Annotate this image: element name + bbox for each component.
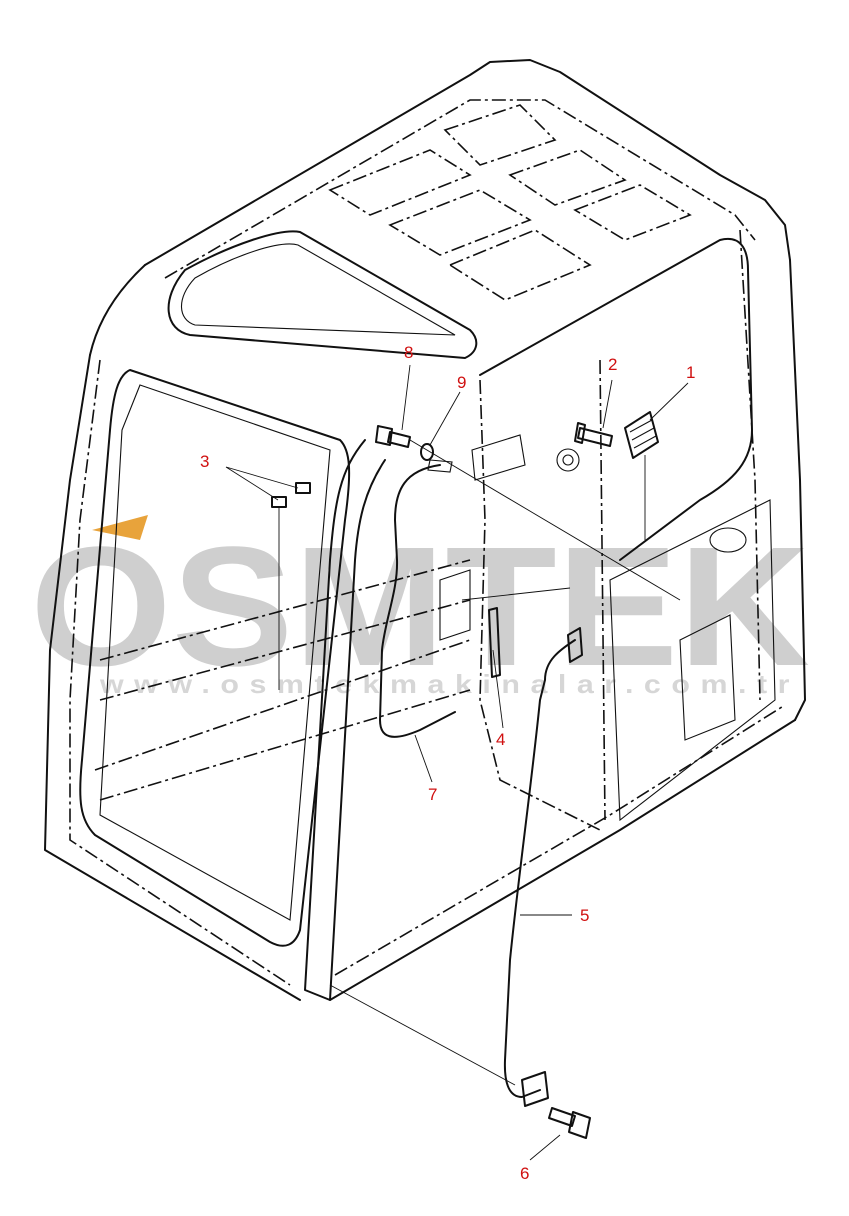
watermark-accent (92, 515, 148, 540)
rear-grille (709, 527, 747, 553)
roof-panel-1 (328, 149, 472, 216)
callout-1: 1 (686, 363, 695, 382)
assembly-line-a (409, 439, 681, 601)
assembly-line-b (329, 984, 516, 1086)
leader-8 (401, 364, 411, 431)
floor-line-2 (99, 599, 471, 701)
rear-box (609, 499, 776, 822)
rear-window (479, 237, 753, 561)
part-9-washer (420, 443, 434, 461)
part-7-rod-tip (427, 459, 453, 473)
part-6-bolt (548, 1107, 591, 1139)
callout-6: 6 (520, 1164, 529, 1183)
leader-3 (225, 466, 299, 501)
bottom-frame-inner (334, 704, 786, 976)
cab-body (44, 59, 806, 1001)
part-4-bar (488, 607, 501, 678)
part-1-cover-ribs (629, 419, 657, 449)
roof-panel-4 (508, 149, 627, 206)
floor-line-3 (94, 639, 471, 771)
callout-4: 4 (496, 730, 505, 749)
callout-2: 2 (608, 355, 617, 374)
rear-panel-edge (739, 229, 761, 701)
left-front-pillar (44, 354, 301, 1001)
rear-vent (679, 614, 736, 741)
front-window-frame (79, 369, 351, 947)
assembly-line-c (461, 587, 571, 601)
leader-1 (649, 382, 689, 421)
leader-6 (529, 1134, 561, 1161)
part-7-rod (379, 464, 456, 738)
watermark-brand: OSMTEK (30, 512, 810, 702)
callouts: 1 2 3 4 5 6 7 8 9 (200, 343, 695, 1183)
part-1-cover (624, 411, 659, 459)
hinge-plate (439, 569, 471, 641)
leader-2 (602, 379, 613, 429)
callout-8: 8 (404, 343, 413, 362)
left-door-frame (69, 359, 291, 986)
part-5-pipe (503, 639, 576, 1098)
watermark-url: www.osmtekmakinalar.com.tr (99, 669, 800, 699)
leader-9 (429, 391, 461, 446)
roof-front-edge (89, 264, 146, 356)
callout-3: 3 (200, 452, 209, 471)
callout-9: 9 (457, 373, 466, 392)
right-side-divider (599, 359, 606, 821)
bottom-frame (329, 719, 796, 1001)
leader-4 (492, 649, 504, 729)
leader-lines (225, 364, 689, 1161)
front-window-glass (99, 384, 331, 921)
mount-hole-inner (562, 454, 574, 466)
rear-corner (789, 259, 806, 721)
parts (271, 411, 659, 1139)
part-3-clip-b (271, 496, 287, 508)
callout-5: 5 (580, 906, 589, 925)
mount-bracket (471, 434, 526, 481)
floor-line-4 (99, 689, 471, 801)
leader-7 (414, 734, 433, 783)
roof-outline (144, 59, 791, 266)
roof-inner-edge (164, 99, 756, 279)
floor-line-1 (99, 559, 471, 661)
roof-panel-6 (573, 184, 692, 241)
front-right-pillar (304, 439, 386, 1001)
roof-panel-2 (443, 104, 557, 166)
mount-hole (556, 448, 580, 472)
skylight-frame (167, 230, 478, 359)
roof-panel-5 (448, 229, 592, 301)
callout-7: 7 (428, 785, 437, 804)
part-5-pipe-top-bracket (567, 627, 583, 663)
roof-panel-3 (388, 189, 532, 256)
watermark: OSMTEK www.osmtekmakinalar.com.tr (30, 512, 810, 702)
right-side-panel (479, 379, 601, 831)
part-3-clip-a (295, 482, 311, 494)
part-8-bolt (375, 425, 411, 448)
skylight-inner (181, 243, 456, 336)
part-5-pipe-bottom-bracket (521, 1071, 549, 1107)
part-2-bolt (574, 422, 613, 447)
